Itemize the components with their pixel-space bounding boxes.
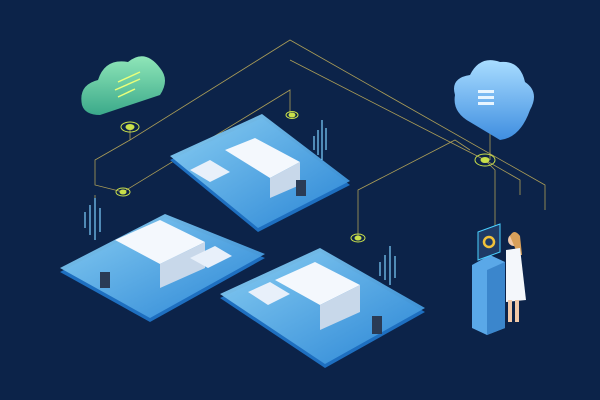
platform-bottom	[220, 248, 425, 368]
cloud-blue-icon	[454, 60, 534, 141]
gear-icon	[482, 235, 496, 249]
control-kiosk	[472, 223, 505, 335]
network-nodes	[115, 111, 496, 243]
signal-wave-icons	[84, 120, 396, 285]
platform-top	[170, 114, 350, 232]
cloud-green-icon	[81, 56, 165, 115]
platform-left	[60, 214, 265, 322]
person-figure	[506, 232, 526, 322]
